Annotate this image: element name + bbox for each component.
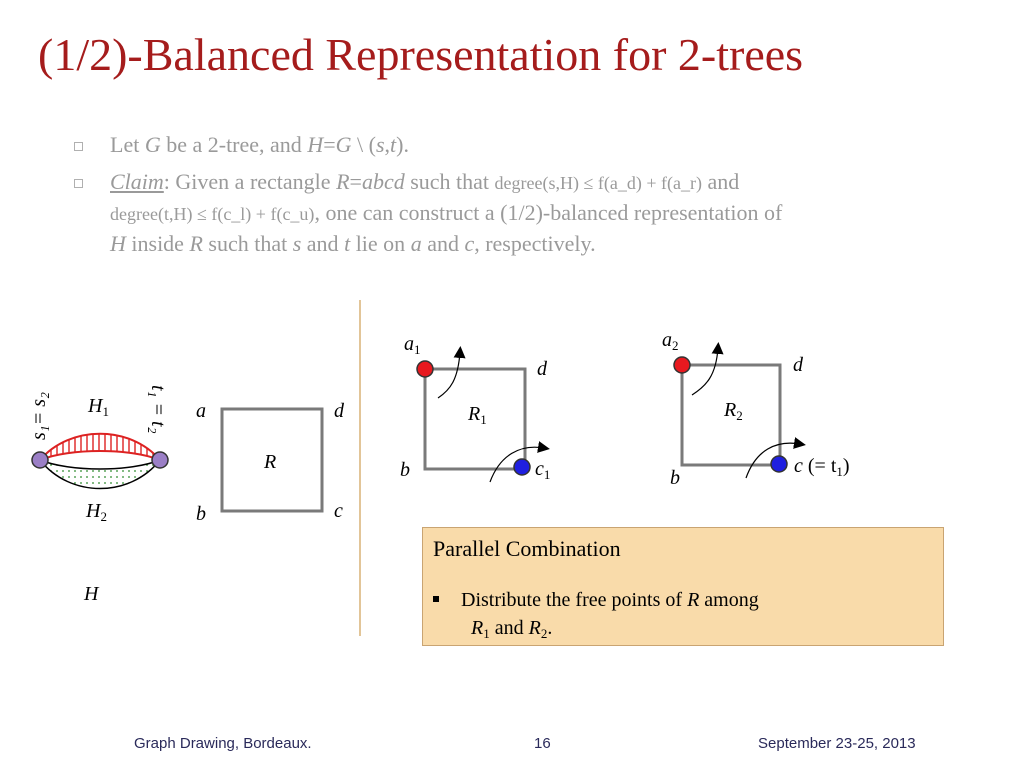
corner-c: c <box>334 500 343 522</box>
bullet-square-icon <box>433 596 439 603</box>
arrow-a1 <box>437 346 466 399</box>
rectangle-R2: a2 d b c (= t1) R2 <box>662 329 850 489</box>
graph-H: s₁= s₂ t₁ = t₂ H1 H2 H <box>28 385 169 605</box>
condition-2: degree(t,H) ≤ f(c_l) + f(c_u) <box>110 204 315 224</box>
label-b: b <box>670 467 680 489</box>
label-H1: H1 <box>87 395 109 419</box>
box-title: Parallel Combination <box>433 536 621 561</box>
var-H: H <box>110 231 126 256</box>
var-G: G <box>144 132 161 157</box>
text: , one can construct a (1/2)-balanced rep… <box>314 200 783 225</box>
text: and <box>701 169 740 194</box>
claim-label: Claim <box>110 169 164 194</box>
footer-page-number: 16 <box>534 735 551 752</box>
label-H2: H2 <box>85 500 107 524</box>
text: among <box>699 589 759 611</box>
corner-b: b <box>196 503 206 525</box>
bullet-2: Claim: Given a rectangle R=abcd such tha… <box>72 167 982 259</box>
var-t: t <box>390 132 397 157</box>
text: such that <box>202 231 293 256</box>
var-a: a <box>410 231 422 256</box>
label-d: d <box>537 358 548 380</box>
text: and <box>421 231 465 256</box>
text: and <box>301 231 345 256</box>
text: = <box>323 132 336 157</box>
text: = <box>349 169 362 194</box>
footer-right: September 23-25, 2013 <box>758 735 916 752</box>
text: be a 2-tree, and <box>160 132 308 157</box>
arrow-c2 <box>745 437 806 479</box>
bullet-1: Let G be a 2-tree, and H=G \ (s,t). <box>72 130 982 160</box>
var-R: R <box>189 231 203 256</box>
node-c2 <box>770 455 788 473</box>
condition-1: degree(s,H) ≤ f(a_d) + f(a_r) <box>494 173 702 193</box>
var-t: t <box>344 231 351 256</box>
node-a1 <box>416 360 434 378</box>
rectangle-R1: a1 d b c1 R1 <box>400 333 550 483</box>
rect-R1 <box>423 367 527 471</box>
bullet-square-icon <box>74 179 83 188</box>
text: , respectively. <box>474 231 596 256</box>
footer-left: Graph Drawing, Bordeaux. <box>134 735 312 752</box>
text: , <box>384 132 391 157</box>
label-a1: a1 <box>404 333 421 357</box>
var-G: G <box>335 132 352 157</box>
var-R: R <box>687 589 700 611</box>
text: inside <box>125 231 190 256</box>
region-H1 <box>39 432 161 461</box>
box-item: Distribute the free points of R among R1… <box>433 586 759 642</box>
var-abcd: abcd <box>361 169 405 194</box>
node-a2 <box>673 356 691 374</box>
box-item-line2: R1 and R2. <box>471 617 553 641</box>
var-s: s <box>375 132 385 157</box>
label-a2: a2 <box>662 329 679 353</box>
rect-R2 <box>680 363 782 467</box>
label-R1: R1 <box>467 403 487 427</box>
text: such that <box>404 169 495 194</box>
region-H2 <box>37 458 163 490</box>
corner-d: d <box>334 400 345 422</box>
var-c: c <box>464 231 475 256</box>
text: lie on <box>350 231 411 256</box>
text: Distribute the free points of <box>461 589 688 611</box>
slide-title: (1/2)-Balanced Representation for 2-tree… <box>38 29 804 80</box>
text: ). <box>396 132 409 157</box>
parallel-combination-box: Parallel Combination Distribute the free… <box>422 527 944 646</box>
rect-R <box>220 407 324 513</box>
node-s <box>31 451 49 469</box>
arrow-c1 <box>489 441 550 483</box>
var-H: H <box>307 132 324 157</box>
var-R: R <box>336 169 350 194</box>
arrow-a2 <box>691 342 724 396</box>
node-t <box>151 451 169 469</box>
label-c1: c1 <box>535 458 550 482</box>
label-s1-s2: s₁= s₂ <box>28 392 50 440</box>
text: \ ( <box>351 132 376 157</box>
var-s: s <box>292 231 302 256</box>
rectangle-R: a d b c R <box>196 400 345 525</box>
label-c-eq-t1: c (= t1) <box>794 455 850 479</box>
label-R: R <box>263 451 276 473</box>
corner-a: a <box>196 400 206 422</box>
bullet-square-icon <box>74 142 83 151</box>
node-c1 <box>513 458 531 476</box>
label-R2: R2 <box>723 399 743 423</box>
text: Let <box>110 132 145 157</box>
label-t1-t2: t₁ = t₂ <box>147 385 169 434</box>
text: : Given a rectangle <box>163 169 337 194</box>
bullet-list: Let G be a 2-tree, and H=G \ (s,t). Clai… <box>72 130 982 266</box>
label-b: b <box>400 459 410 481</box>
label-H: H <box>83 583 100 605</box>
label-d: d <box>793 354 804 376</box>
